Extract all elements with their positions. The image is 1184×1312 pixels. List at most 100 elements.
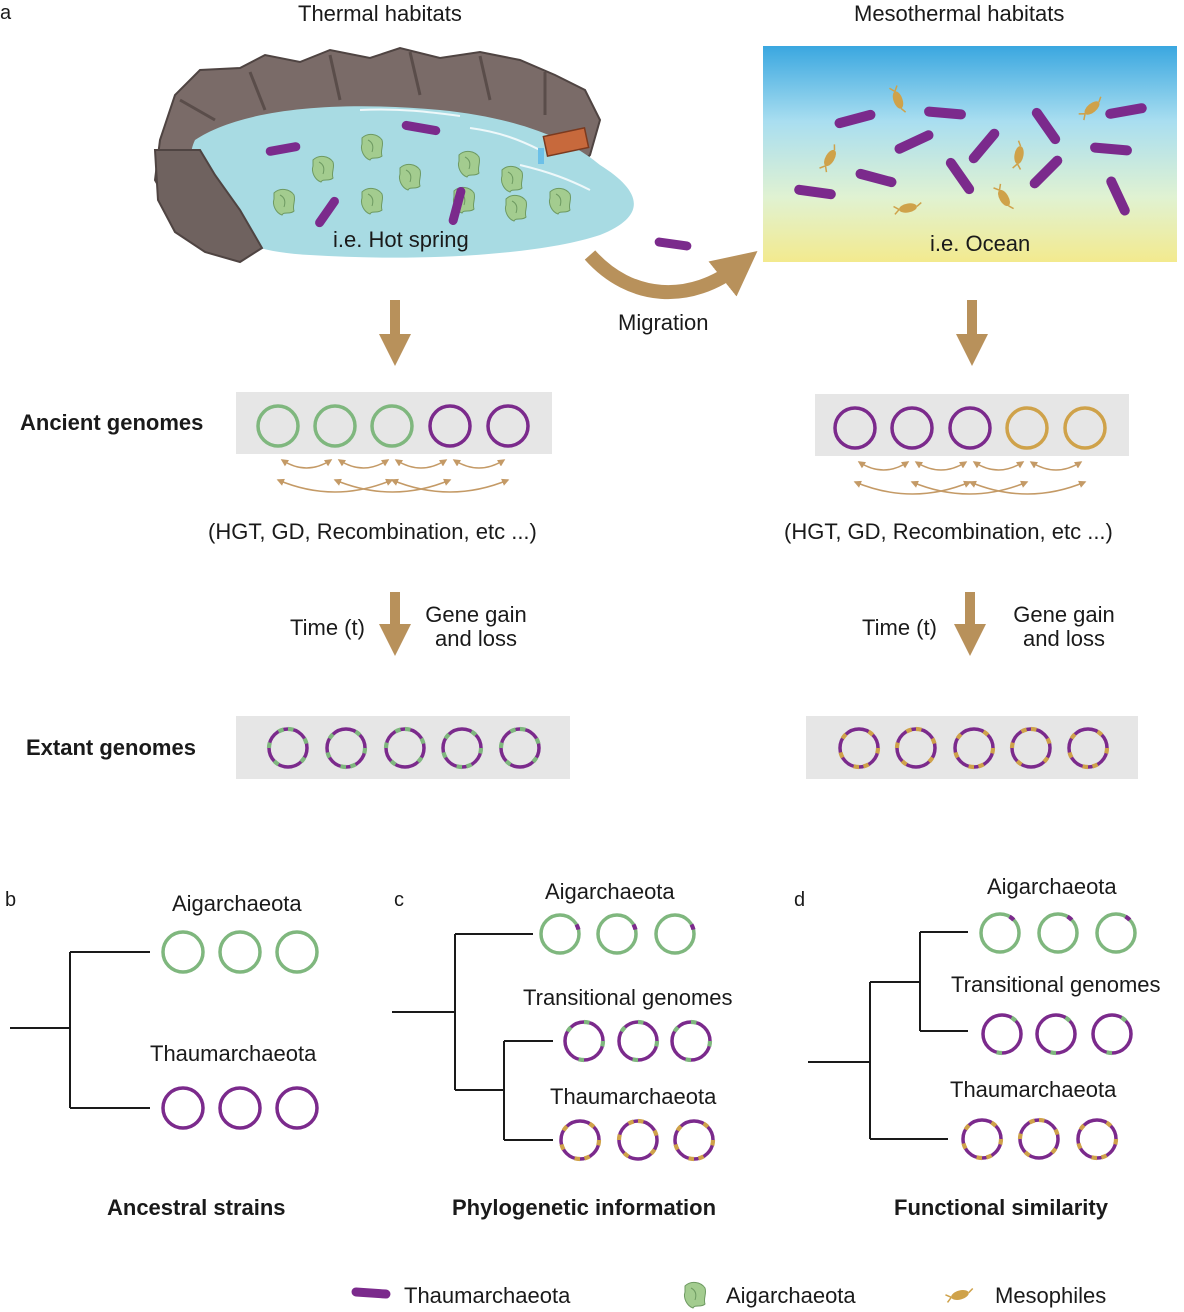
ancient-genome-circle [256,404,300,448]
ancient-genome-circle [833,406,877,450]
hgt-long-arrow [853,480,972,495]
thaumarchaeota-cell [968,128,1000,164]
extant-genome-circle [1067,727,1110,770]
gene-gain-right-line1: Gene gain [1013,602,1115,627]
thaumarchaeota-cell [1106,176,1130,216]
migration-arrow [584,250,758,300]
thaumarchaeota-cell [794,184,836,200]
extant-genome-circle [953,727,996,770]
extant-genomes-right-panel [806,716,1138,779]
hgt-short-arrow [280,459,333,469]
aigarchaeota-cell [361,187,384,215]
b-thaumarchaeota-genome [275,1086,319,1130]
ancient-genome-circle [1063,406,1107,450]
thaumarchaeota-cell [1090,142,1132,156]
c-transitional-label: Transitional genomes [523,985,733,1010]
d-transitional-genome [1035,1013,1077,1056]
hgt-short-arrow [394,459,448,469]
gene-gain-right-line2: and loss [1023,626,1105,652]
c-transitional-genome [617,1019,660,1063]
thaumarchaeota-cell [401,120,441,136]
panel-letter-d: d [794,889,806,911]
extant-genomes-left-panel [236,716,570,779]
ancient-genome-circle [313,404,357,448]
tree-b [10,951,150,1109]
c-title: Phylogenetic information [452,1195,717,1220]
time-right-label: Time (t) [862,615,937,640]
aigarchaeota-cell [273,188,296,216]
b-title: Ancestral strains [107,1195,286,1220]
mesophile-cell [993,183,1014,210]
d-thaumarchaeota-genome [961,1118,1004,1161]
c-transitional-genome [670,1019,713,1063]
migrating-cell [654,237,692,251]
extant-genome-circle [894,726,937,769]
thaumarchaeota-cell [1105,103,1147,119]
extant-genome-circle [441,727,484,770]
aigarchaeota-cell [399,163,422,191]
ancient-genome-circle [428,404,472,448]
b-thaumarchaeota-label: Thaumarchaeota [150,1041,317,1066]
d-aigarchaeota-label: Aigarchaeota [987,874,1117,899]
hot-spring-label: i.e. Hot spring [333,227,469,252]
d-title: Functional similarity [894,1195,1108,1220]
d-thaumarchaeota-label: Thaumarchaeota [950,1077,1117,1102]
mesophile-cell [1012,140,1024,170]
processes-right-label: (HGT, GD, Recombination, etc ...) [784,519,1113,544]
ancient-genome-circle [370,404,414,448]
panel-letter-a: a [0,2,12,24]
panel-letter-b: b [5,889,17,911]
d-transitional-genome [981,1013,1023,1056]
b-aigarchaeota-genome [275,930,319,974]
thermal-habitats-title: Thermal habitats [298,1,462,26]
d-aigarchaeota-genome [979,912,1021,954]
hgt-short-arrow [857,461,910,471]
gene-gain-right-label: Gene gain and loss [1006,602,1122,652]
extant-genome-circle [325,727,368,770]
time-left-label: Time (t) [290,615,365,640]
aigarchaeota-cell [312,155,335,183]
ancient-genome-circle [1005,406,1049,450]
processes-left-label: (HGT, GD, Recombination, etc ...) [208,519,537,544]
thaumarchaeota-cell [1029,155,1063,189]
b-aigarchaeota-label: Aigarchaeota [172,891,302,916]
c-aigarchaeota-genome [654,913,696,955]
hgt-short-arrow [337,459,390,469]
mesophile-cell [1078,96,1102,121]
c-aigarchaeota-label: Aigarchaeota [545,879,675,904]
b-aigarchaeota-genome [161,930,205,974]
d-thaumarchaeota-genome [1017,1117,1060,1160]
legend-thaumarchaeota-icon [351,1287,391,1299]
c-aigarchaeota-genome [596,913,638,955]
thaumarchaeota-cell [448,187,466,225]
thaumarchaeota-cell [265,142,301,156]
thaumarchaeota-cell [315,196,339,228]
legend-mesophile-icon [945,1287,974,1303]
mesophile-cell [819,144,836,173]
aigarchaeota-cell [458,150,481,178]
ocean-label: i.e. Ocean [930,231,1031,256]
hgt-short-arrow [972,461,1025,471]
hgt-short-arrow [1029,461,1083,471]
c-thaumarchaeota-genome [616,1118,659,1161]
tree-d [808,931,968,1140]
migration-label: Migration [618,310,709,335]
c-transitional-genome [563,1019,606,1063]
extant-genome-circle [383,726,426,769]
extant-genomes-label: Extant genomes [26,735,196,760]
thaumarchaeota-cell [1031,107,1061,145]
inlet-pipe [538,126,590,164]
d-transitional-label: Transitional genomes [951,972,1161,997]
b-aigarchaeota-genome [218,930,262,974]
b-thaumarchaeota-genome [161,1086,205,1130]
aigarchaeota-cell [501,165,524,193]
water-ripples [359,108,591,191]
c-aigarchaeota-genome [539,913,581,955]
thaumarchaeota-cell [834,109,876,129]
gene-gain-left-label: Gene gain and loss [418,602,534,651]
extant-genome-circle [838,727,881,770]
aigarchaeota-cell [549,187,572,215]
hgt-long-arrow [968,480,1087,495]
c-thaumarchaeota-genome [673,1119,716,1162]
